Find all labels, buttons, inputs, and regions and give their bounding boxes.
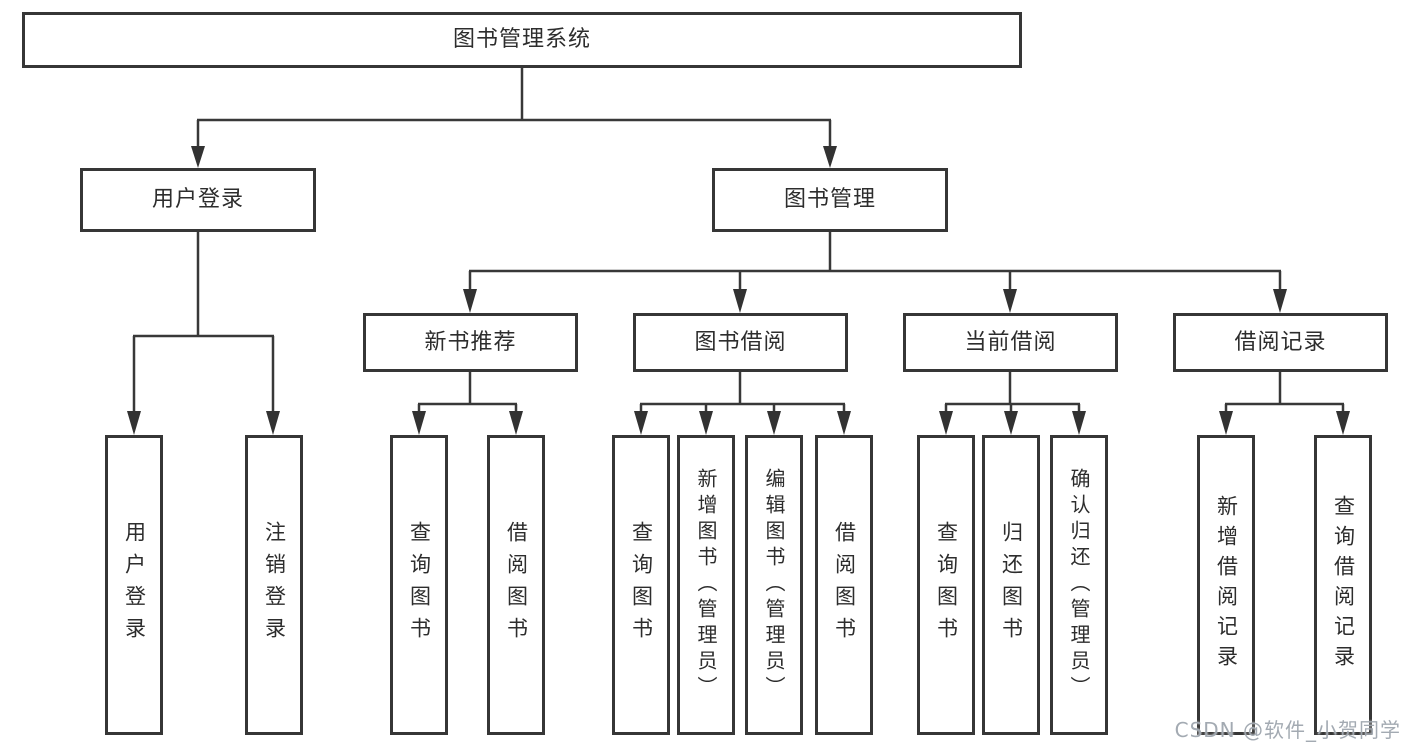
csdn-watermark: CSDN @软件_小贺同学: [1174, 718, 1401, 742]
node-borrowing-records: 借阅记录: [1173, 313, 1388, 372]
node-user-login: 用户登录: [80, 168, 316, 232]
leaf-cb-confirm-return-admin: 确认归还（管理员）: [1050, 435, 1108, 735]
leaf-rec-query-books: 查询图书: [390, 435, 448, 735]
leaf-logout: 注销登录: [245, 435, 303, 735]
leaf-rec-borrow-books: 借阅图书: [487, 435, 545, 735]
leaf-br-query-record: 查询借阅记录: [1314, 435, 1372, 735]
leaf-user-login: 用户登录: [105, 435, 163, 735]
leaf-bb-edit-books-admin: 编辑图书（管理员）: [745, 435, 803, 735]
leaf-cb-return-books: 归还图书: [982, 435, 1040, 735]
node-book-management: 图书管理: [712, 168, 948, 232]
leaf-bb-add-books-admin: 新增图书（管理员）: [677, 435, 735, 735]
node-new-book-recommendation: 新书推荐: [363, 313, 578, 372]
node-book-borrowing: 图书借阅: [633, 313, 848, 372]
leaf-br-add-record: 新增借阅记录: [1197, 435, 1255, 735]
node-root-system: 图书管理系统: [22, 12, 1022, 68]
leaf-bb-query-books: 查询图书: [612, 435, 670, 735]
node-current-borrowing: 当前借阅: [903, 313, 1118, 372]
leaf-bb-borrow-books: 借阅图书: [815, 435, 873, 735]
leaf-cb-query-books: 查询图书: [917, 435, 975, 735]
